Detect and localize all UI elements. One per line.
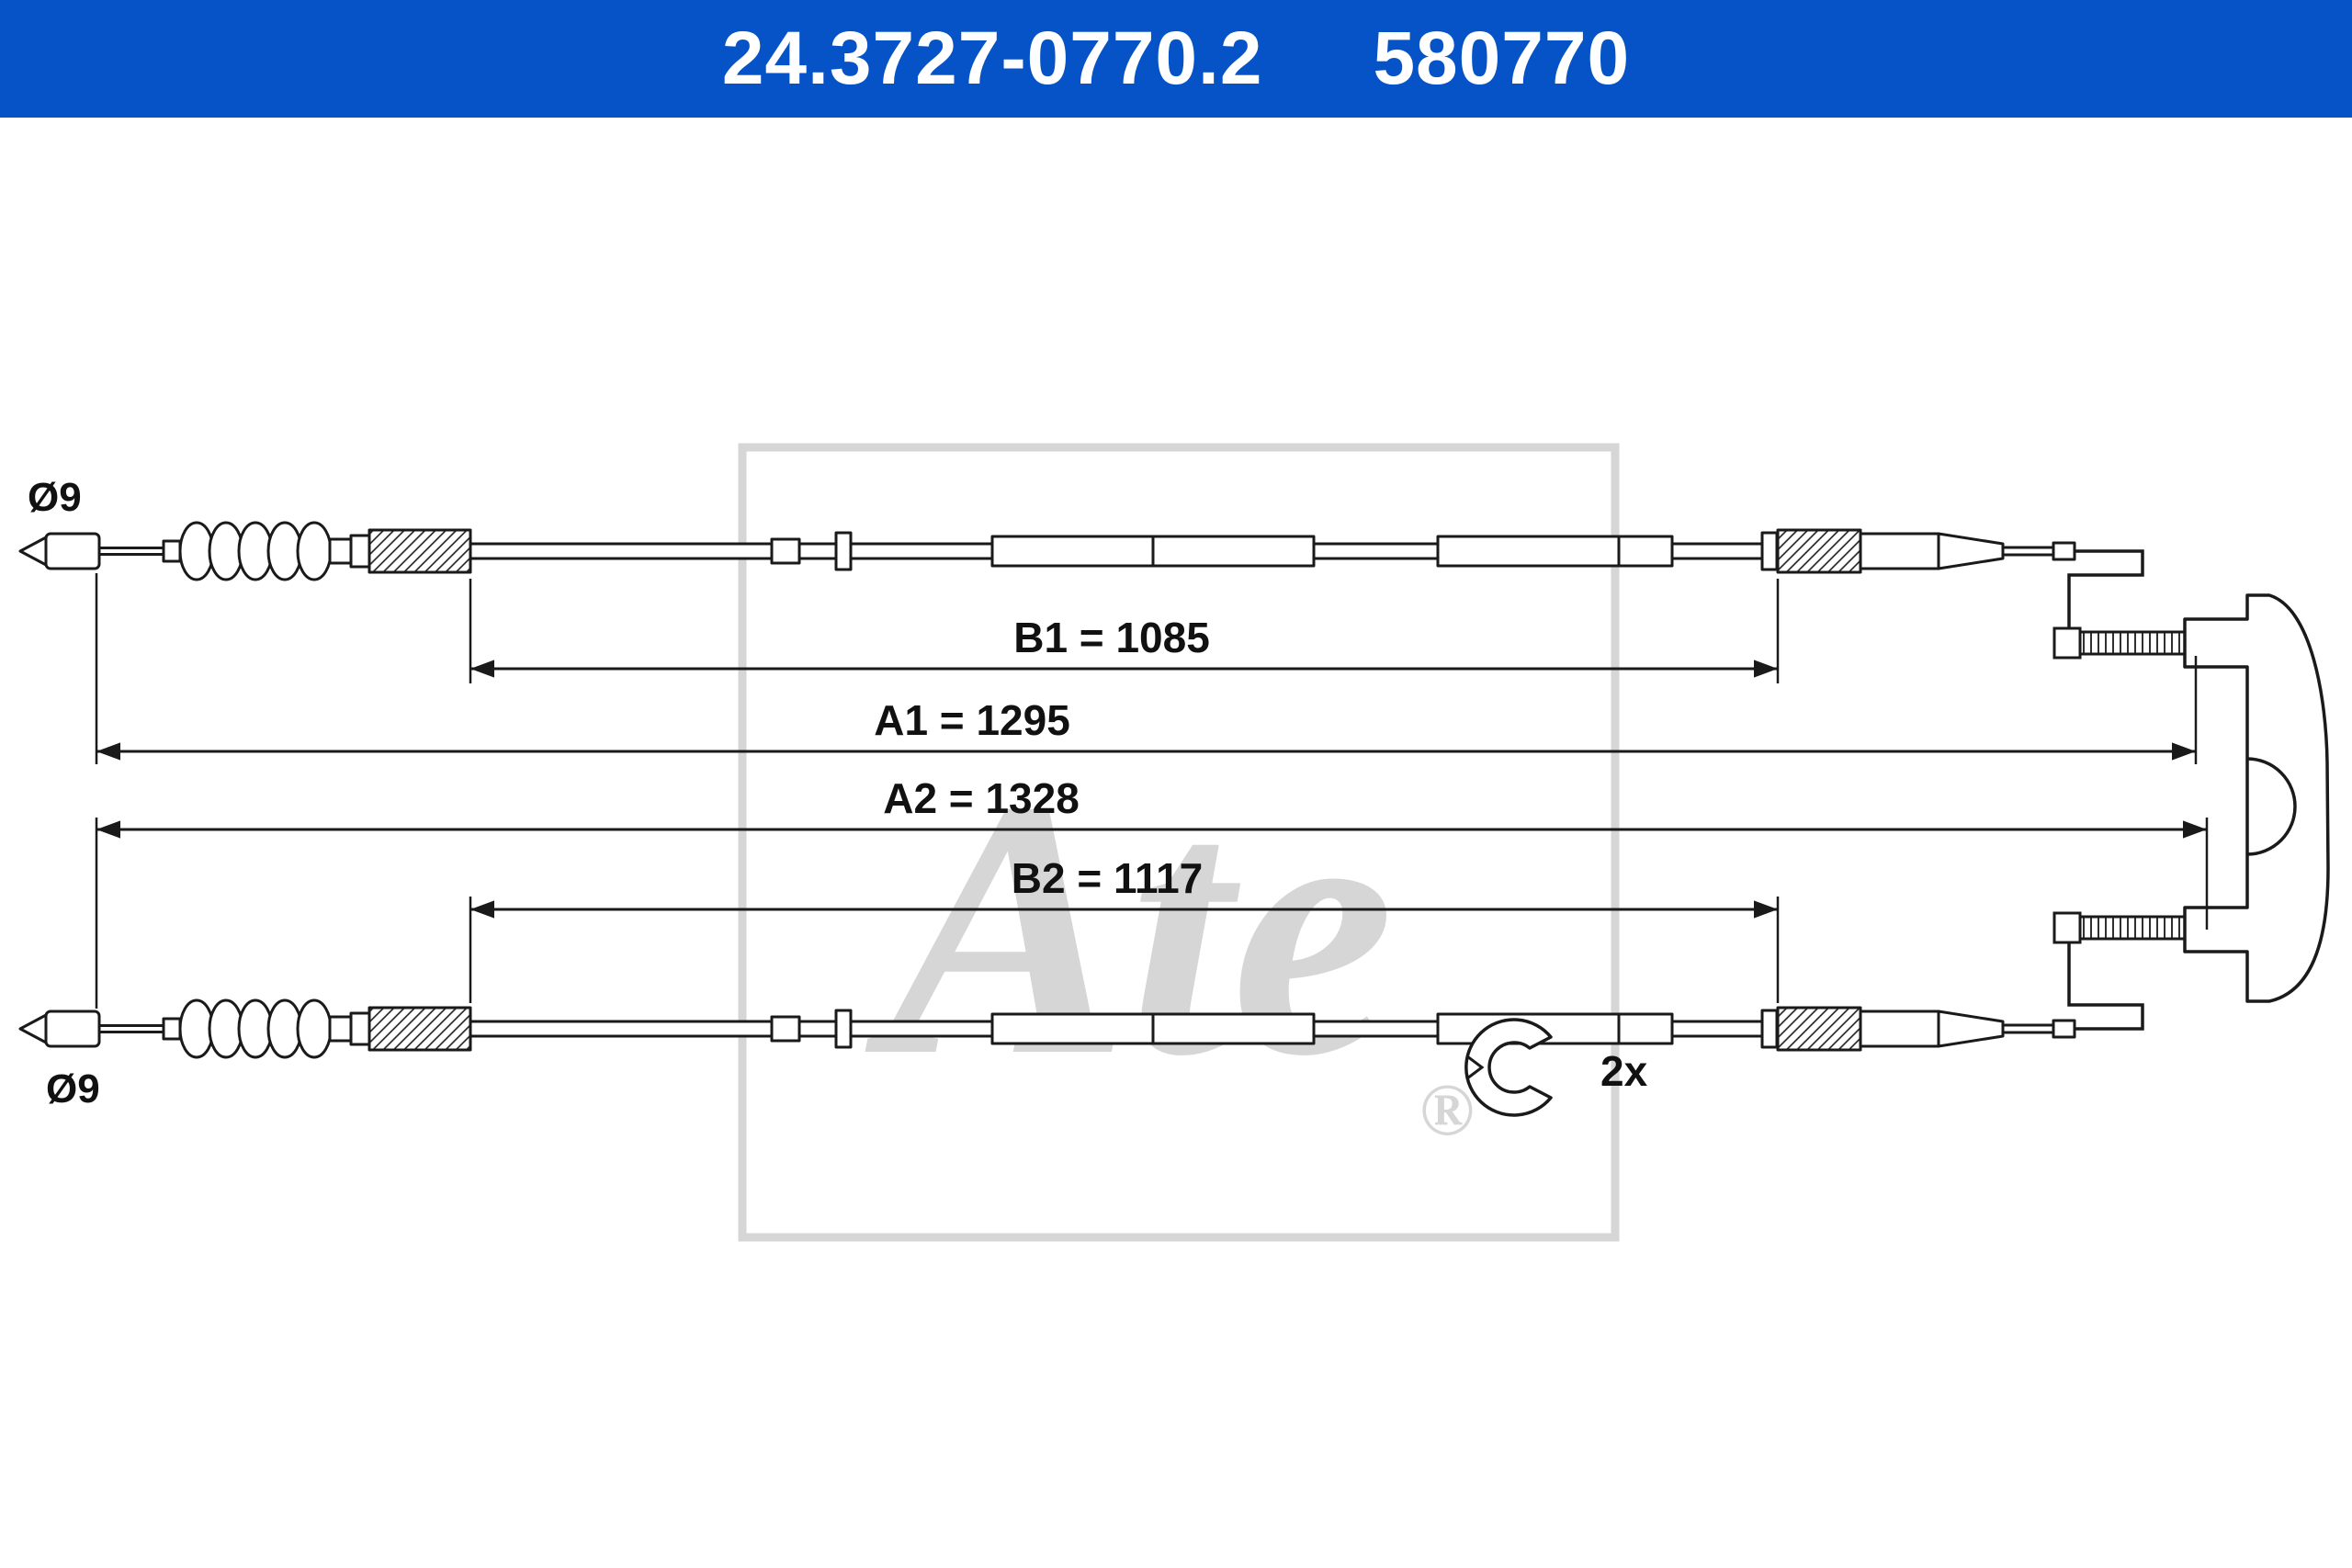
dimension-a2: A2 = 1328	[95, 774, 2209, 1009]
dimension-a1: A1 = 1295	[95, 573, 2198, 764]
dimension-b2-label: B2 = 1117	[1012, 854, 1203, 902]
diameter-label-bottom: Ø9	[46, 1066, 100, 1111]
cable-end-connectors	[2067, 549, 2144, 1031]
adjuster-rod-top	[2052, 626, 2187, 660]
dimension-b2: B2 = 1117	[469, 854, 1780, 1003]
e-clip-icon	[1464, 1018, 1553, 1117]
diameter-label-top: Ø9	[28, 475, 82, 520]
reference-number: 580770	[1373, 17, 1631, 100]
brake-cable-top	[18, 521, 2076, 581]
mounting-bracket	[2183, 593, 2330, 1003]
dimension-b1: B1 = 1085	[469, 579, 1780, 683]
part-number: 24.3727-0770.2	[721, 17, 1263, 100]
ate-watermark: Ate ®	[738, 443, 1620, 1242]
header-bar: 24.3727-0770.2 580770	[0, 0, 2352, 118]
adjuster-rod-bottom	[2052, 911, 2187, 944]
bracket-notch	[2246, 757, 2297, 856]
dimension-b1-label: B1 = 1085	[1013, 614, 1210, 661]
retaining-clip: 2x	[1464, 1018, 1648, 1117]
clip-quantity-label: 2x	[1600, 1047, 1648, 1095]
watermark-registered-icon: ®	[1419, 1070, 1475, 1151]
watermark-frame	[738, 443, 1620, 1242]
dimension-a2-label: A2 = 1328	[883, 774, 1080, 822]
e-clip-notch	[1466, 1055, 1485, 1080]
watermark-text: Ate	[861, 725, 1394, 1132]
dimension-a1-label: A1 = 1295	[874, 696, 1070, 744]
